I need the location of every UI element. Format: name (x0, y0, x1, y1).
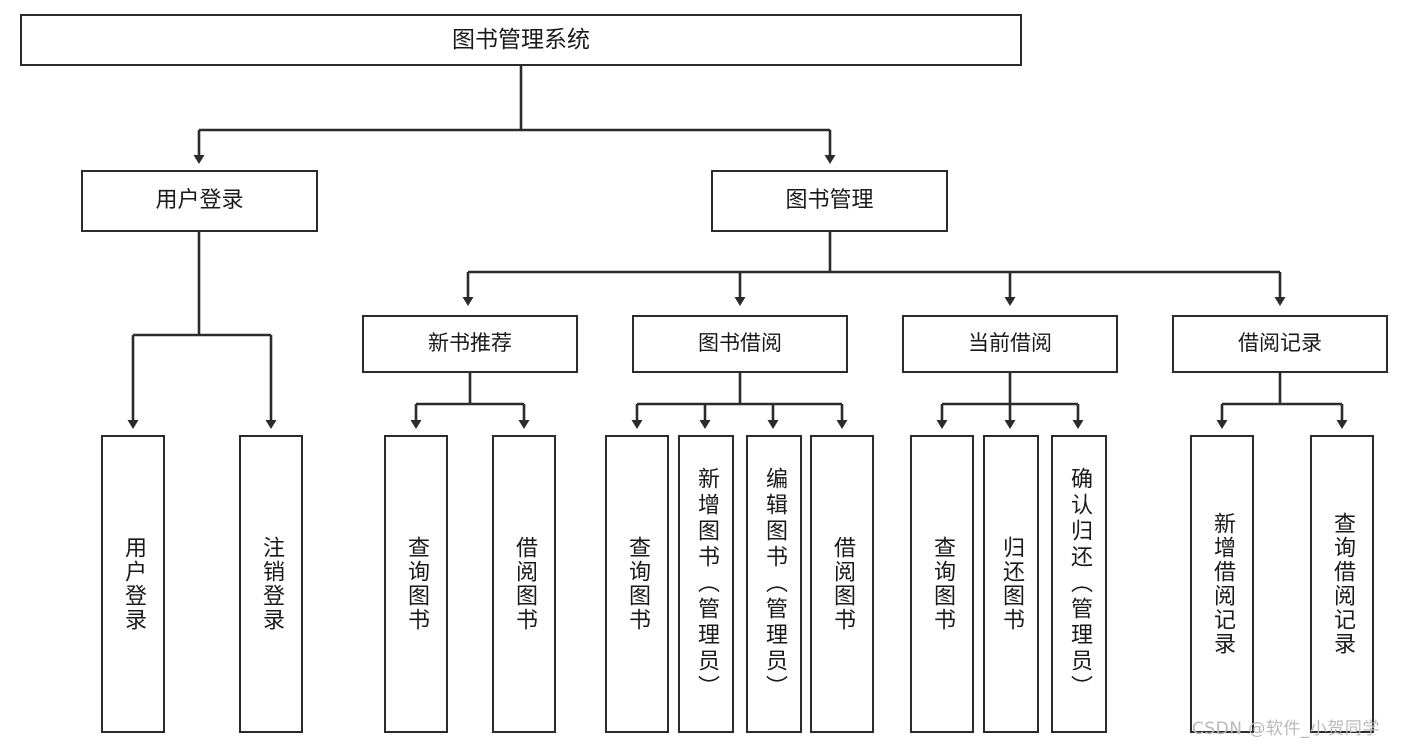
leaf-borrow-book-newbook[interactable]: 借阅图书 (492, 435, 556, 733)
node-label: 新增借阅记录 (1210, 512, 1235, 656)
leaf-logout[interactable]: 注销登录 (239, 435, 303, 733)
leaf-add-book-admin[interactable]: 新增图书（管理员） (678, 435, 734, 733)
node-label: 归还图书 (999, 536, 1024, 632)
node-book-borrow[interactable]: 图书借阅 (632, 315, 848, 373)
node-label: 确认归还（管理员） (1067, 467, 1092, 701)
node-root-system[interactable]: 图书管理系统 (20, 14, 1022, 66)
node-label: 图书借阅 (698, 331, 782, 356)
node-label: 查询借阅记录 (1330, 512, 1355, 656)
node-label: 图书管理 (785, 187, 874, 213)
leaf-add-borrow-record[interactable]: 新增借阅记录 (1190, 435, 1254, 733)
node-label: 用户登录 (155, 187, 244, 213)
node-new-book-recommend[interactable]: 新书推荐 (362, 315, 578, 373)
node-label: 查询图书 (404, 536, 429, 632)
node-book-management[interactable]: 图书管理 (711, 170, 948, 232)
csdn-watermark: CSDN @软件_小贺同学 (1192, 719, 1380, 739)
node-label: 当前借阅 (968, 331, 1052, 356)
leaf-query-book-newbook[interactable]: 查询图书 (384, 435, 448, 733)
node-borrow-record[interactable]: 借阅记录 (1172, 315, 1388, 373)
leaf-confirm-return-admin[interactable]: 确认归还（管理员） (1051, 435, 1107, 733)
node-label: 用户登录 (121, 536, 146, 632)
leaf-user-login[interactable]: 用户登录 (101, 435, 165, 733)
node-user-login[interactable]: 用户登录 (81, 170, 318, 232)
leaf-return-book[interactable]: 归还图书 (983, 435, 1039, 733)
node-label: 新增图书（管理员） (694, 467, 719, 701)
leaf-edit-book-admin[interactable]: 编辑图书（管理员） (746, 435, 802, 733)
node-label: 新书推荐 (428, 331, 512, 356)
node-label: 编辑图书（管理员） (762, 467, 787, 701)
node-label: 图书管理系统 (452, 26, 590, 53)
node-label: 借阅图书 (512, 536, 537, 632)
node-label: 查询图书 (625, 536, 650, 632)
node-label: 注销登录 (259, 536, 284, 632)
leaf-borrow-book[interactable]: 借阅图书 (810, 435, 874, 733)
node-label: 借阅图书 (830, 536, 855, 632)
node-current-borrow[interactable]: 当前借阅 (902, 315, 1118, 373)
leaf-query-borrow-record[interactable]: 查询借阅记录 (1310, 435, 1374, 733)
node-label: 借阅记录 (1238, 331, 1322, 356)
leaf-query-book-current[interactable]: 查询图书 (910, 435, 974, 733)
leaf-query-book-borrow[interactable]: 查询图书 (605, 435, 669, 733)
node-label: 查询图书 (930, 536, 955, 632)
